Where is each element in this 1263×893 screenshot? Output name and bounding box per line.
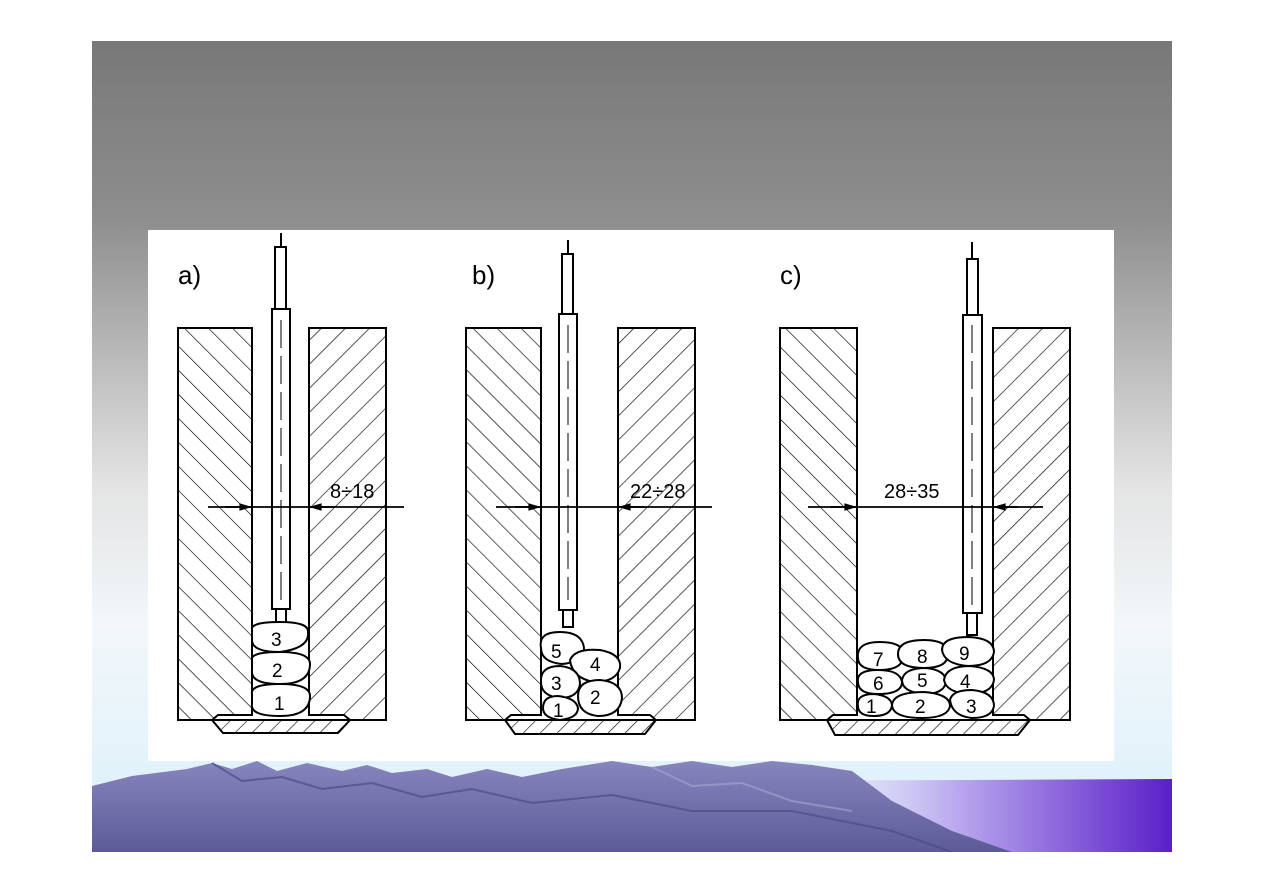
left-plate (465, 327, 542, 721)
panel-c: c) 7 8 (779, 242, 1071, 736)
bead-number: 5 (917, 671, 928, 692)
bead-number: 9 (959, 644, 970, 665)
bead-number: 2 (272, 661, 283, 682)
bead-number: 1 (553, 701, 564, 722)
electrode (558, 240, 578, 628)
dimension-label: 22÷28 (630, 481, 685, 503)
bead-number: 4 (590, 655, 601, 676)
left-plate (779, 327, 858, 721)
bead-number: 2 (915, 697, 926, 718)
bead-number: 1 (274, 694, 285, 715)
dimension-label: 8÷18 (330, 481, 374, 503)
mountain-decoration (92, 761, 1172, 852)
weld-bead (539, 630, 624, 722)
bead-number: 1 (866, 697, 877, 718)
backing-strip (825, 719, 1033, 736)
bead-number: 6 (873, 674, 884, 695)
weld-bead (250, 620, 312, 718)
right-plate (617, 327, 696, 721)
electrode (962, 242, 983, 636)
bead-number: 3 (551, 674, 562, 695)
panel-a: a) 3 2 1 8÷18 (177, 233, 404, 734)
weld-bead (856, 635, 996, 720)
bead-number: 2 (590, 688, 601, 709)
welding-diagram: a) 3 2 1 8÷18 b) (148, 230, 1114, 761)
right-plate (308, 327, 387, 721)
electrode (271, 233, 291, 627)
bead-number: 3 (966, 697, 977, 718)
panel-b: b) 5 4 3 2 1 (465, 240, 712, 735)
bead-number: 8 (917, 647, 928, 668)
left-plate (177, 327, 253, 721)
panel-label: c) (780, 260, 802, 290)
backing-strip (503, 719, 659, 735)
bead-number: 3 (271, 630, 282, 651)
mountain-range (92, 761, 1012, 852)
panel-label: b) (472, 260, 495, 290)
slide-background: a) 3 2 1 8÷18 b) (92, 41, 1172, 852)
right-plate (992, 327, 1071, 721)
bead-number: 5 (551, 642, 562, 663)
bead-number: 4 (960, 672, 971, 693)
bead-number: 7 (873, 650, 884, 671)
backing-strip (209, 719, 353, 734)
dimension-label: 28÷35 (884, 481, 939, 503)
panel-label: a) (178, 260, 201, 290)
